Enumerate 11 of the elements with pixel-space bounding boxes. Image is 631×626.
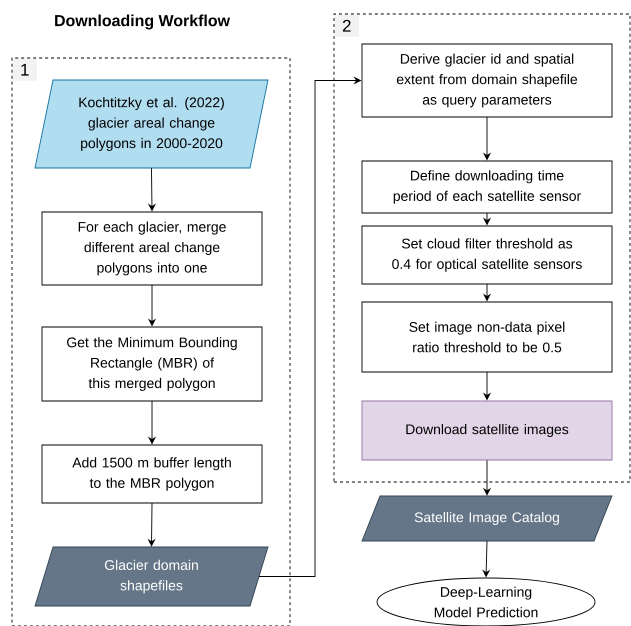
group-number: 1 — [12, 58, 37, 81]
process-box: Set image non-data pixel ratio threshold to be 0.5 — [362, 302, 612, 372]
process-box: Define downloading time period of each satellite sensor — [362, 160, 612, 214]
group-number: 2 — [334, 14, 359, 37]
process-box: Download satellite images — [362, 400, 612, 460]
process-box: Derive glacier id and spatial extent from domain shapefile as query parameters — [362, 44, 612, 118]
title: Downloading Workflow — [55, 14, 230, 30]
process-box: Set cloud filter threshold as 0.4 for optical satellite sensors — [362, 226, 612, 284]
process-box: For each glacier, merge different areal change polygons into one — [42, 212, 262, 286]
process-box: Add 1500 m buffer length to the MBR polygon — [42, 444, 262, 504]
process-box: Get the Minimum Bounding Rectangle (MBR) of this merged polygon — [42, 326, 262, 402]
